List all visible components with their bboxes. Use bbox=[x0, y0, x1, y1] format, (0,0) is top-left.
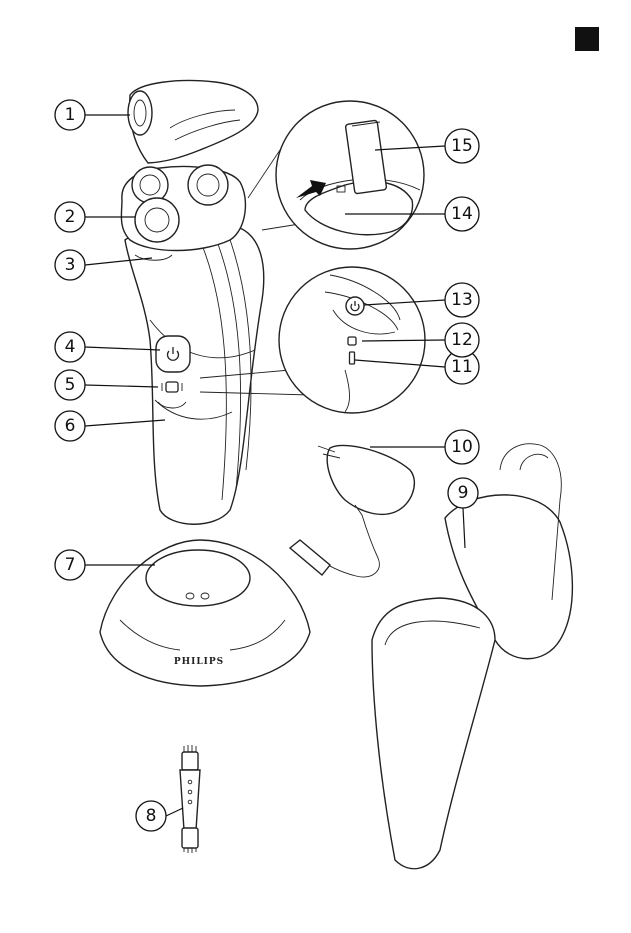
callout-1: 1 bbox=[55, 100, 85, 130]
callout-7: 7 bbox=[55, 550, 85, 580]
callout-3: 3 bbox=[55, 250, 85, 280]
callout-label: 8 bbox=[146, 806, 157, 826]
callout-9: 9 bbox=[448, 478, 478, 508]
callout-label: 10 bbox=[451, 437, 473, 457]
callout-15: 15 bbox=[445, 129, 479, 163]
callout-14: 14 bbox=[445, 197, 479, 231]
callout-4: 4 bbox=[55, 332, 85, 362]
callout-label: 11 bbox=[451, 357, 473, 377]
callout-label: 3 bbox=[65, 255, 76, 275]
callout-label: 6 bbox=[65, 416, 76, 436]
detail-trimmer bbox=[248, 101, 424, 249]
callout-label: 13 bbox=[451, 290, 473, 310]
callout-label: 4 bbox=[65, 337, 76, 357]
callout-label: 1 bbox=[65, 105, 76, 125]
cleaning-brush bbox=[180, 745, 200, 853]
callout-label: 14 bbox=[451, 204, 473, 224]
callout-label: 5 bbox=[65, 375, 76, 395]
callout-10: 10 bbox=[445, 430, 479, 464]
callout-2: 2 bbox=[55, 202, 85, 232]
callout-6: 6 bbox=[55, 411, 85, 441]
callout-label: 7 bbox=[65, 555, 76, 575]
callout-8: 8 bbox=[136, 801, 166, 831]
callout-label: 12 bbox=[451, 330, 473, 350]
adapter bbox=[290, 445, 414, 577]
callout-label: 2 bbox=[65, 207, 76, 227]
callout-label: 9 bbox=[458, 483, 469, 503]
page-marker bbox=[575, 27, 599, 51]
charging-stand: PHILIPS bbox=[100, 540, 310, 686]
callout-5: 5 bbox=[55, 370, 85, 400]
shaver-body bbox=[121, 165, 263, 524]
protection-cap bbox=[128, 81, 258, 163]
callout-label: 15 bbox=[451, 136, 473, 156]
callout-13: 13 bbox=[445, 283, 479, 317]
callout-12: 12 bbox=[445, 323, 479, 357]
brand-logo: PHILIPS bbox=[174, 657, 224, 667]
